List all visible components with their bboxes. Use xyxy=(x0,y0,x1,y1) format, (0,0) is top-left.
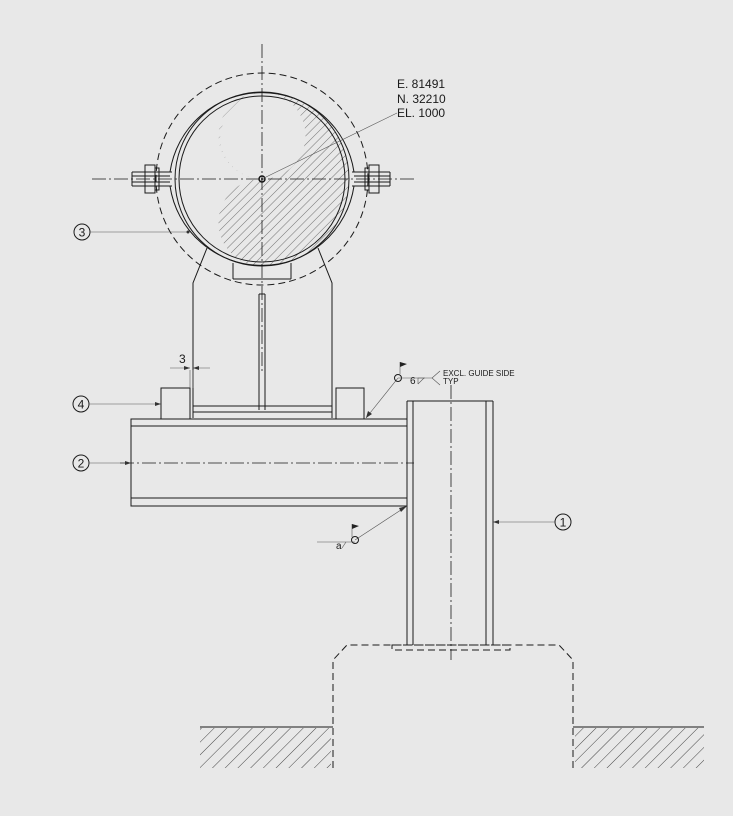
pipe-clamp xyxy=(131,72,391,286)
coordinate-callout: E. 81491 N. 32210 EL. 1000 xyxy=(263,77,446,179)
ground-hatch-left xyxy=(200,728,331,768)
vertical-column xyxy=(391,400,511,651)
pipe-section-hatch xyxy=(218,92,349,266)
callout-4: 4 xyxy=(72,395,161,413)
pipe-shoe xyxy=(192,247,333,418)
easting-label: E. 81491 xyxy=(397,77,445,91)
callout-3: 3 xyxy=(73,223,190,241)
svg-text:3: 3 xyxy=(79,226,86,240)
northing-label: N. 32210 xyxy=(397,92,446,106)
svg-text:2: 2 xyxy=(78,457,85,471)
svg-text:4: 4 xyxy=(78,398,85,412)
svg-text:1: 1 xyxy=(560,516,567,530)
guide-right xyxy=(335,387,365,420)
weld-note-line2: TYP xyxy=(443,377,459,386)
callout-1: 1 xyxy=(493,513,572,531)
horizontal-beam xyxy=(130,418,408,507)
callout-2: 2 xyxy=(72,454,131,472)
centerlines xyxy=(92,44,452,660)
guide-blocks xyxy=(160,387,365,420)
weld-size-top: 6 xyxy=(410,376,416,387)
clamp-ear-left xyxy=(131,164,172,194)
ground-hatch-right xyxy=(575,728,704,768)
weld-note-line1: EXCL. GUIDE SIDE xyxy=(443,369,515,378)
gap-dimension-value: 3 xyxy=(179,352,186,366)
weld-symbol-bottom: a xyxy=(317,505,408,552)
elevation-label: EL. 1000 xyxy=(397,106,445,120)
guide-left xyxy=(160,387,191,420)
gap-dimension: 3 xyxy=(170,352,210,388)
weld-size-bottom: a xyxy=(336,541,342,552)
foundation xyxy=(200,644,704,768)
weld-symbol-top: 6 EXCL. GUIDE SIDE TYP xyxy=(365,362,515,419)
